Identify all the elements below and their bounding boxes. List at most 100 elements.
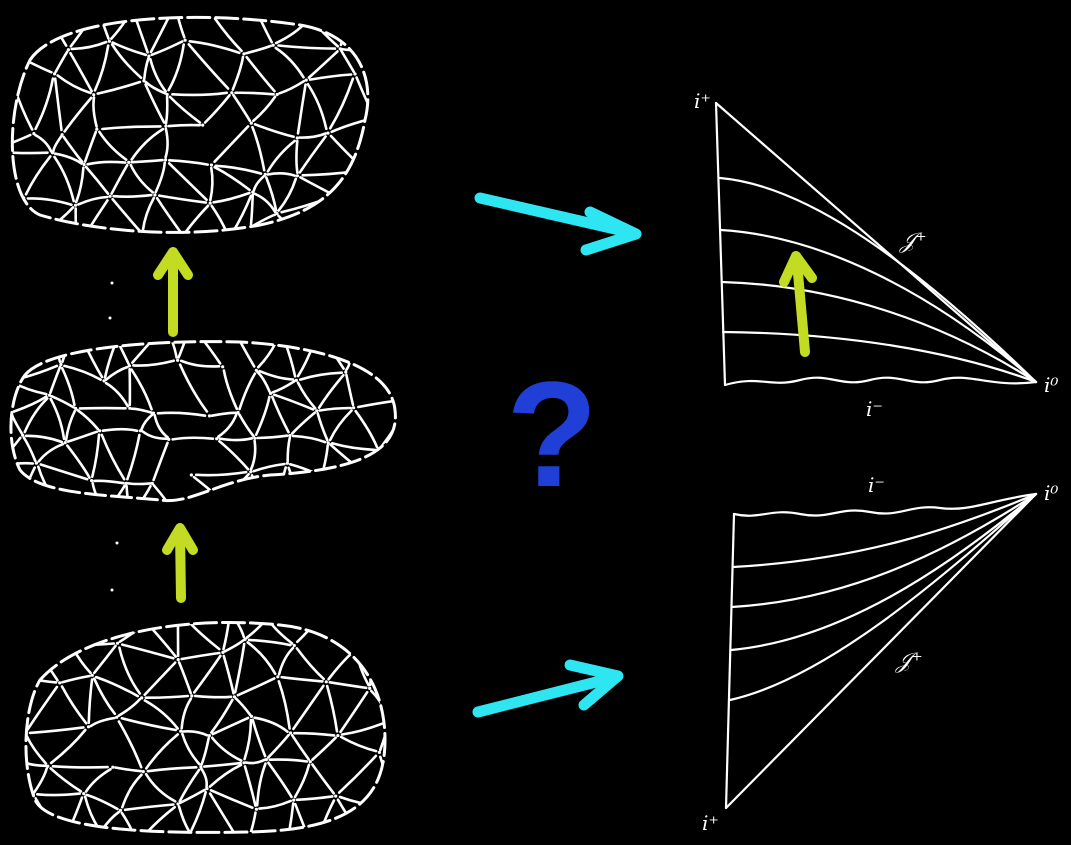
causal-arrow-penrose xyxy=(779,251,817,357)
network-node xyxy=(138,429,143,433)
network-edge xyxy=(15,838,59,843)
network-edge xyxy=(213,125,250,163)
network-edge xyxy=(84,165,110,195)
network-node xyxy=(338,47,342,51)
network-node xyxy=(82,792,86,796)
map-arrow-lower xyxy=(472,659,624,718)
network-edge xyxy=(296,341,319,378)
network-edge xyxy=(63,364,102,381)
network-edge xyxy=(52,330,76,332)
network-edge xyxy=(293,731,336,737)
network-edge xyxy=(83,130,98,163)
network-edge xyxy=(10,341,47,343)
network-edge xyxy=(144,694,190,700)
network-node xyxy=(69,644,73,648)
network-edge xyxy=(212,191,251,204)
network-node xyxy=(236,410,240,415)
network-edge xyxy=(181,732,201,766)
network-edge xyxy=(25,734,48,765)
network-edge xyxy=(200,767,209,789)
network-node xyxy=(131,8,134,11)
network-node xyxy=(232,695,236,699)
network-edge xyxy=(0,346,8,379)
network-node xyxy=(124,481,128,485)
network-edge xyxy=(92,96,98,128)
network-edge xyxy=(266,733,290,759)
network-node xyxy=(318,327,321,330)
network-edge xyxy=(61,341,79,364)
network-edge xyxy=(146,766,198,773)
network-edge xyxy=(211,716,250,736)
network-edge xyxy=(303,478,322,501)
network-node xyxy=(295,136,299,140)
network-edge xyxy=(379,755,386,805)
network-edge xyxy=(188,40,241,55)
network-edge xyxy=(328,77,355,130)
network-edge xyxy=(56,74,92,95)
network-edge xyxy=(213,17,243,53)
network-edge xyxy=(168,95,202,124)
network-node xyxy=(253,436,257,440)
network-edge xyxy=(130,158,164,164)
network-edge xyxy=(20,736,25,759)
network-middle-outline xyxy=(9,340,397,503)
network-edge xyxy=(127,482,152,486)
network-edge xyxy=(320,341,350,346)
network-edge xyxy=(193,694,233,699)
network-edge xyxy=(296,83,307,135)
network-edge xyxy=(195,835,241,845)
network-edge xyxy=(112,193,153,199)
network-edge xyxy=(194,323,227,324)
label-i-plus-top: i⁺ xyxy=(694,89,711,113)
network-edge xyxy=(111,41,148,57)
network-edge xyxy=(34,644,70,651)
causal-arrow-upper xyxy=(153,247,193,337)
network-edge xyxy=(234,324,277,331)
network-edge xyxy=(254,17,273,44)
network-edge xyxy=(52,134,63,153)
network-node xyxy=(128,406,132,410)
network-edge xyxy=(333,497,384,501)
network-edge xyxy=(178,363,209,413)
network-edge xyxy=(181,730,209,737)
network-edge xyxy=(355,622,370,647)
network-edge xyxy=(164,95,169,125)
network-edge xyxy=(209,166,214,202)
network-node xyxy=(304,78,308,82)
network-node xyxy=(363,168,367,172)
network-node xyxy=(263,172,267,176)
network-edge xyxy=(179,359,221,368)
network-edge xyxy=(93,644,117,675)
network-node xyxy=(183,38,187,42)
network-node xyxy=(176,358,180,362)
network-edge xyxy=(190,790,207,832)
penrose-diagram-top xyxy=(714,101,1038,387)
network-node xyxy=(275,212,279,216)
network-node xyxy=(18,760,21,763)
network-edge xyxy=(141,835,186,843)
network-node xyxy=(63,441,67,445)
network-node xyxy=(288,433,292,438)
network-edge xyxy=(173,500,221,501)
network-bottom xyxy=(15,617,386,845)
network-edge xyxy=(132,359,175,367)
network-node xyxy=(118,808,123,812)
network-node xyxy=(368,686,372,691)
network-node xyxy=(265,617,268,620)
network-edge xyxy=(49,767,83,793)
network-edge xyxy=(336,798,364,833)
network-node xyxy=(253,5,256,8)
network-edge xyxy=(100,433,126,481)
network-edge xyxy=(143,699,179,730)
network-node xyxy=(286,840,289,843)
network-edge xyxy=(125,484,131,501)
network-edge xyxy=(149,57,167,93)
network-edge xyxy=(171,91,228,97)
network-edge xyxy=(345,373,355,407)
network-node xyxy=(174,3,177,6)
network-edge xyxy=(210,698,234,734)
network-edge xyxy=(10,436,22,467)
network-edge xyxy=(334,198,347,233)
network-edge xyxy=(37,442,65,463)
network-edge xyxy=(355,76,368,116)
